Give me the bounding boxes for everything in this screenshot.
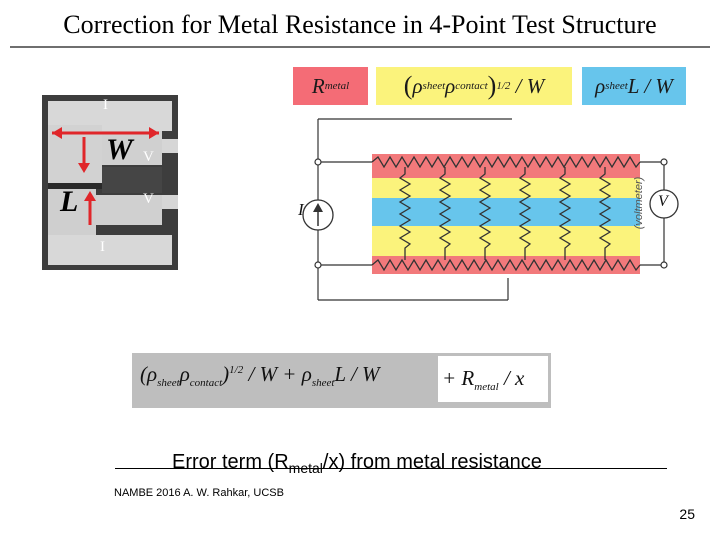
formula-hl-plus: + R — [442, 366, 475, 390]
footer-rule — [115, 468, 667, 469]
formula-sub-1: sheet — [157, 377, 180, 390]
sheet-rho: ρ — [595, 73, 606, 98]
sheet-sub: sheet — [605, 80, 628, 92]
micrograph-image — [42, 95, 178, 270]
error-term-note: Error term (Rmetal/x) from metal resista… — [172, 451, 542, 476]
length-label: L — [60, 185, 79, 218]
voltmeter-icon — [649, 189, 679, 219]
resistor-network — [371, 155, 641, 272]
formula-sub-3: sheet — [311, 377, 335, 390]
contact-rho-1: ρ — [412, 73, 423, 98]
error-term-formula: + Rmetal / x — [442, 366, 524, 393]
slide-title: Correction for Metal Resistance in 4-Poi… — [63, 10, 657, 39]
formula-rho-2: ρ — [179, 362, 190, 386]
formula-hl-sub: metal — [474, 381, 499, 394]
sheet-band — [372, 198, 640, 226]
formula-hl-tail: / x — [498, 366, 525, 390]
voltage-label-top: V — [143, 149, 154, 165]
voltage-label-bottom: V — [143, 191, 154, 207]
contact-rho-2: ρ — [445, 73, 456, 98]
vertical-resistors — [398, 167, 612, 260]
total-resistance-formula: (ρsheetρcontact)1/2 / W + ρsheetL / W — [140, 362, 380, 390]
contact-sub-1: sheet — [422, 80, 446, 92]
circuit-diagram — [302, 118, 679, 301]
current-source-icon — [302, 199, 334, 231]
current-label-top: I — [103, 97, 108, 113]
voltmeter-caption: (voltmeter) — [633, 176, 645, 230]
error-term-highlight — [438, 356, 548, 402]
formula-rho-1: (ρ — [140, 362, 158, 386]
contact-tail: / W — [510, 73, 545, 98]
title-underline — [10, 46, 710, 48]
metal-term-subscript: metal — [324, 80, 350, 92]
formula-mid: / W + ρ — [243, 362, 312, 386]
formula-exponent: 1/2 — [229, 364, 244, 376]
error-note-post: /x) from metal resistance — [322, 451, 542, 473]
sheet-tail: L / W — [627, 73, 673, 98]
metal-band-bottom — [372, 256, 640, 274]
contact-exponent: 1/2 — [496, 80, 511, 92]
voltmeter-label: V — [658, 193, 668, 210]
page-number: 25 — [679, 506, 695, 522]
error-note-pre: Error term (R — [172, 451, 289, 473]
width-label: W — [106, 133, 133, 166]
contact-sub-2: contact — [455, 80, 488, 92]
current-source-label: I — [298, 200, 304, 219]
contact-band-top — [372, 178, 640, 198]
formula-tail: L / W — [334, 362, 380, 386]
formula-sub-2: contact — [189, 377, 223, 390]
current-label-bottom: I — [100, 239, 105, 255]
wiring — [317, 118, 665, 301]
footer-credit: NAMBE 2016 A. W. Rahkar, UCSB — [114, 487, 284, 499]
terminal-nodes — [314, 158, 668, 269]
metal-term-symbol: R — [311, 73, 325, 98]
test-structure-micrograph: I V V I W L — [42, 95, 178, 270]
contact-band-bottom — [372, 226, 640, 256]
